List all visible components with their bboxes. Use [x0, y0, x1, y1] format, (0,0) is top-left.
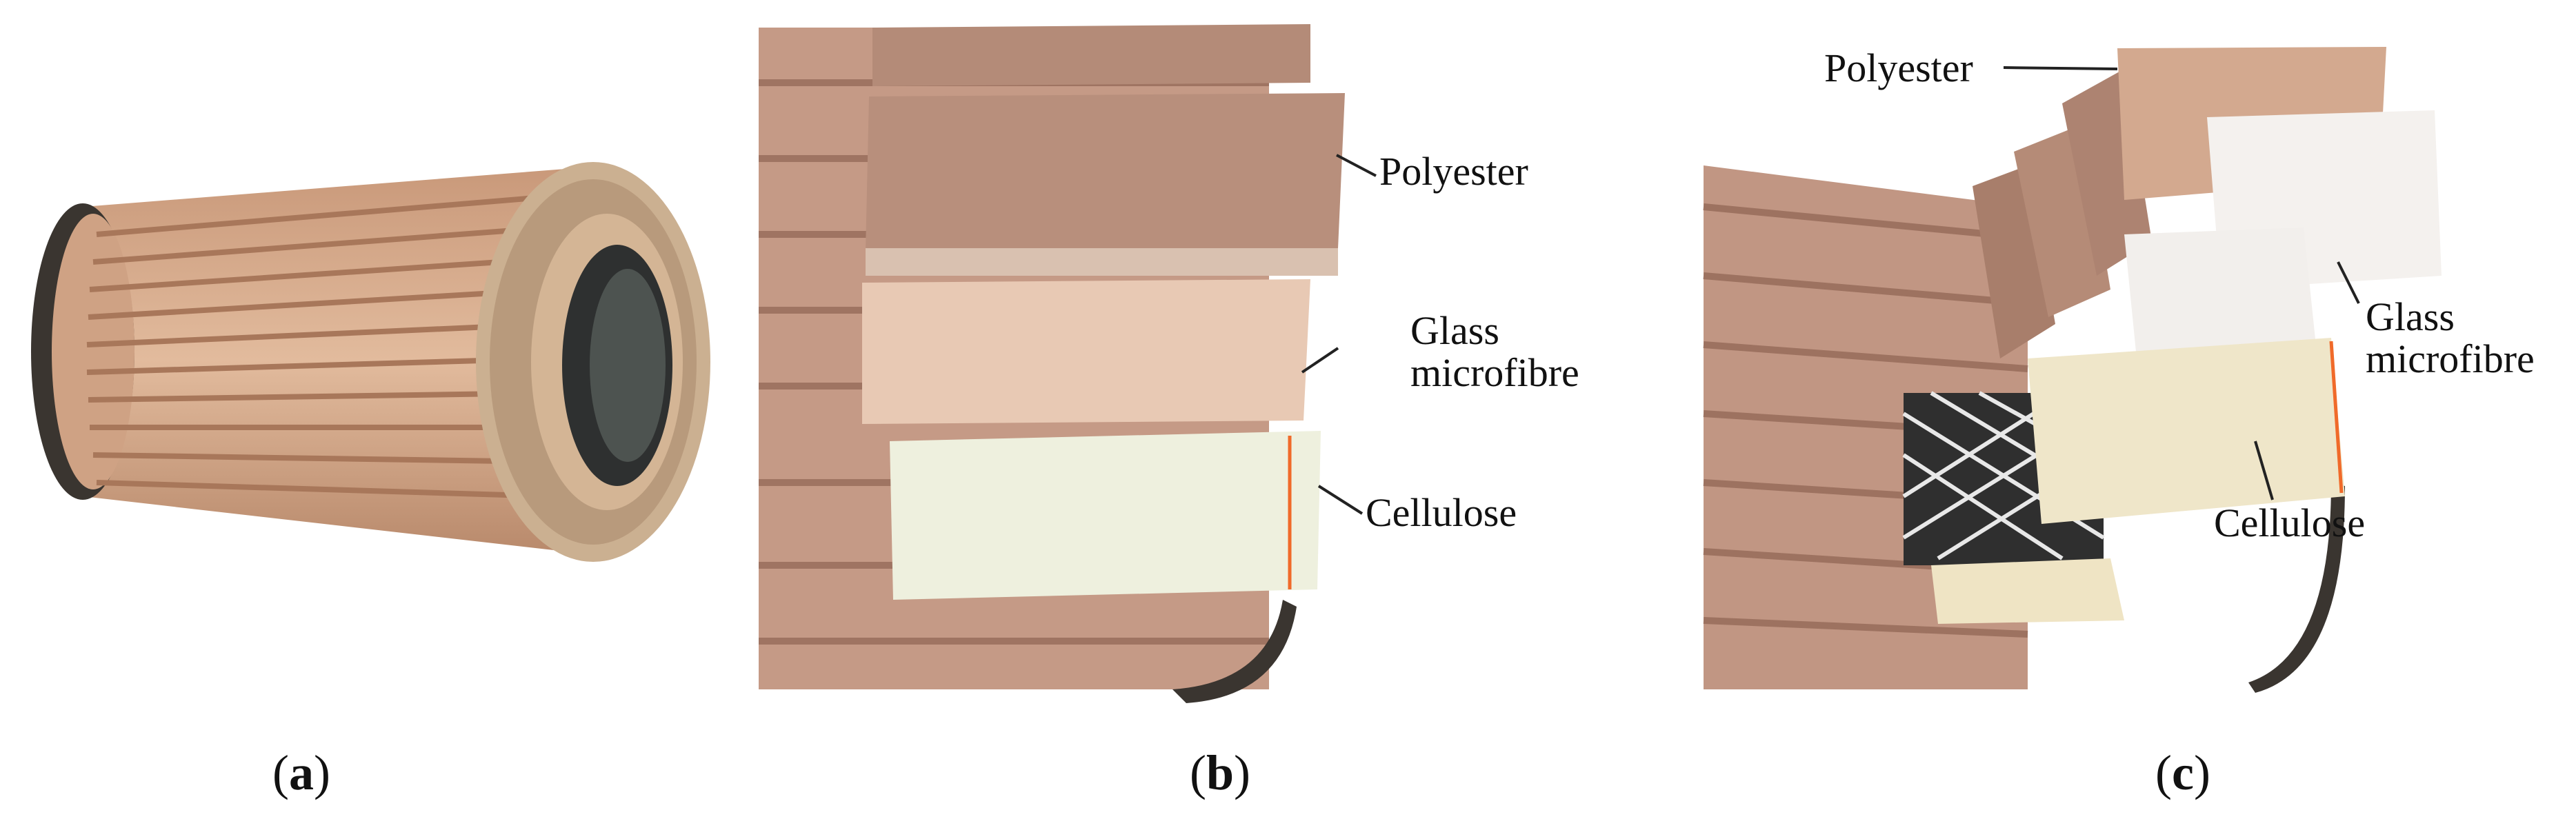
- filter-layers-image-b: [759, 24, 1377, 703]
- polyester-layer: [866, 93, 1345, 252]
- glass-microfibre-layer: [862, 279, 1310, 424]
- leader-lines-b: [1301, 154, 1377, 515]
- label-glass-microfibre-c: Glass microfibre: [2366, 294, 2535, 381]
- caption-c: (c): [2155, 745, 2210, 800]
- label-cellulose-b: Cellulose: [1366, 490, 1517, 535]
- filter-layers-image-c: [1703, 47, 2442, 693]
- label-glass-microfibre-b: Glass microfibre: [1410, 308, 1579, 395]
- cellulose-layer-c: [2028, 338, 2345, 524]
- caption-a: (a): [272, 745, 330, 800]
- panel-b: Polyester Glass microfibre Cellulose (b): [745, 0, 1641, 830]
- panel-a: (a): [0, 0, 745, 830]
- label-polyester-c: Polyester: [1824, 45, 1973, 90]
- panel-c: Polyester Glass microfibre Cellulose (c): [1641, 0, 2576, 830]
- label-polyester-b: Polyester: [1379, 149, 1528, 194]
- label-cellulose-c: Cellulose: [2214, 500, 2366, 545]
- cellulose-layer: [890, 431, 1321, 600]
- pleat-lines: [86, 194, 552, 499]
- caption-b: (b): [1190, 745, 1251, 800]
- leader-lines-c: [2003, 66, 2360, 500]
- filter-cartridge-image: [31, 162, 710, 562]
